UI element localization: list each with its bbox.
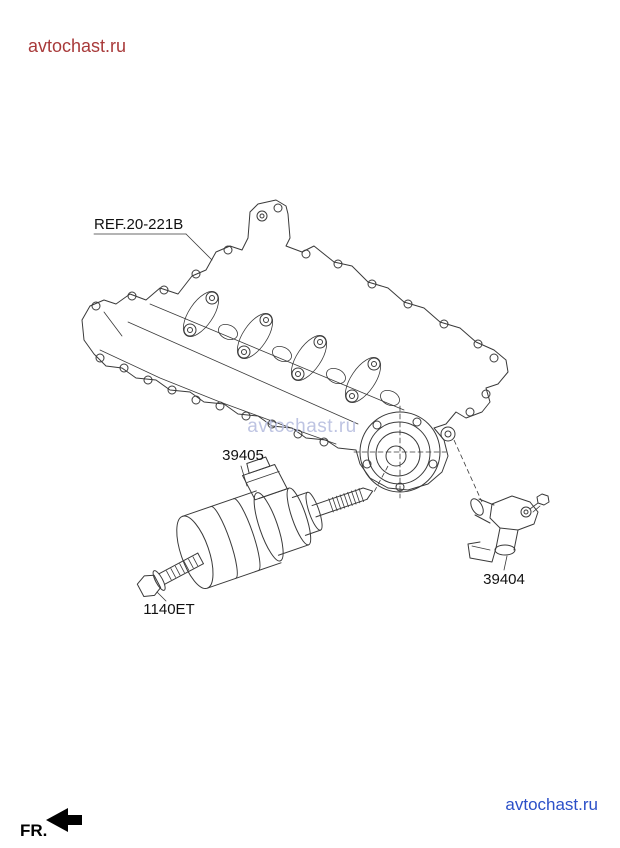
ref-label[interactable]: REF.20-221B xyxy=(93,216,213,261)
watermark-top-left: avtochast.ru xyxy=(28,36,126,56)
alignment-dashes xyxy=(373,439,483,503)
sensor-39404-drawing xyxy=(467,493,550,563)
part-number-39404[interactable]: 39404 xyxy=(483,571,525,588)
leader-lines xyxy=(156,465,508,602)
cam-carrier-drawing xyxy=(81,199,509,499)
ref-leader-line xyxy=(185,233,213,261)
part-number-39405[interactable]: 39405 xyxy=(222,447,264,464)
watermark-bottom-right: avtochast.ru xyxy=(505,795,598,814)
ref-label-text[interactable]: REF.20-221B xyxy=(94,216,183,233)
fr-direction-arrow-icon xyxy=(46,808,82,832)
part-number-1140et[interactable]: 1140ET xyxy=(143,601,194,618)
actuator-39405-drawing xyxy=(176,456,374,589)
bolt-1140et-drawing xyxy=(136,552,204,598)
watermark-center: avtochast.ru xyxy=(247,416,357,437)
fr-label: FR. xyxy=(20,821,47,840)
front-indicator: FR. xyxy=(20,808,82,840)
